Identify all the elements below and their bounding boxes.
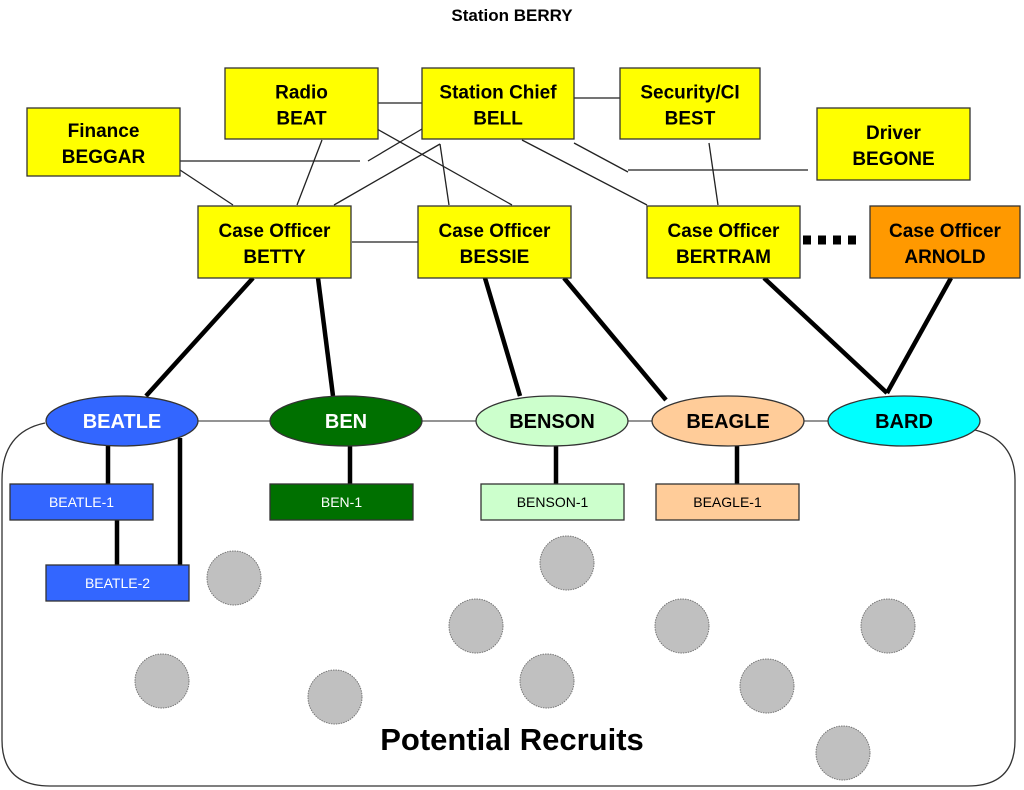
staff-box-bg xyxy=(646,205,801,279)
potential-recruit xyxy=(519,653,575,709)
potential-recruit xyxy=(134,653,190,709)
staff-name: BESSIE xyxy=(460,247,530,268)
link-bessie-beagle xyxy=(562,276,668,402)
staff-name: ARNOLD xyxy=(904,247,985,268)
agent-bard: BARD xyxy=(827,395,981,447)
agent-beatle: BEATLE xyxy=(45,395,199,447)
agent-ben: BEN xyxy=(269,395,423,447)
subagent-name: BEATLE-1 xyxy=(49,494,114,510)
staff-role: Case Officer xyxy=(668,221,781,242)
subagent-benson1: BENSON-1 xyxy=(480,483,625,521)
agent-beagle: BEAGLE xyxy=(651,395,805,447)
staff-role: Case Officer xyxy=(219,221,332,242)
subagent-box xyxy=(45,564,190,602)
link-bessie-benson xyxy=(482,277,523,397)
staff-name: BEGGAR xyxy=(62,147,146,168)
potential-recruit xyxy=(206,550,262,606)
potential-recruit xyxy=(860,598,916,654)
staff-box-bg xyxy=(421,67,575,140)
link-bertram-bard xyxy=(762,276,889,395)
staff-name: BERTRAM xyxy=(676,247,771,268)
staff-role: Finance xyxy=(68,121,140,142)
staff-box-bg xyxy=(197,205,352,279)
staff-links xyxy=(179,97,808,243)
subagent-box xyxy=(9,483,154,521)
link-betty-ben xyxy=(315,277,336,397)
staff-role: Driver xyxy=(866,123,922,144)
staff-role: Station Chief xyxy=(439,83,557,104)
diagram-title: Station BERRY xyxy=(451,6,573,25)
agent-benson: BENSON xyxy=(475,395,629,447)
agent-ellipse xyxy=(651,395,805,447)
staff-box-bg xyxy=(869,205,1021,279)
link-betty-beatle xyxy=(144,276,255,398)
recruit-pool-boundary xyxy=(1,422,1016,787)
subagent-name: BEN-1 xyxy=(321,494,362,510)
potential-recruit xyxy=(654,598,710,654)
subagent-name: BEATLE-2 xyxy=(85,575,150,591)
staff-box-bg xyxy=(816,107,971,181)
staff-box-bg xyxy=(619,67,761,140)
potential-recruit xyxy=(307,669,363,725)
subagent-box xyxy=(269,483,414,521)
agent-name: BARD xyxy=(875,411,933,433)
staff-name: BEAT xyxy=(276,109,327,130)
subagent-beatle2: BEATLE-2 xyxy=(45,564,190,602)
staff-name: BEST xyxy=(665,109,716,130)
agent-name: BENSON xyxy=(509,411,595,433)
link-chief-bertram xyxy=(521,139,648,206)
agent-ellipse xyxy=(45,395,199,447)
staff-name: BEGONE xyxy=(852,149,934,170)
staff-box-bg xyxy=(417,205,572,279)
staff-box-security: Security/CI BEST xyxy=(619,67,761,140)
handler-links xyxy=(105,276,953,565)
link-chief-driver-a xyxy=(573,142,629,173)
link-chief-bessie xyxy=(439,143,450,206)
link-arnold-bard xyxy=(885,276,953,395)
staff-box-bg xyxy=(26,107,181,177)
staff-name: BELL xyxy=(473,109,523,130)
staff-box-bg xyxy=(224,67,379,140)
link-chief-gap xyxy=(367,128,423,162)
link-chief-betty xyxy=(333,143,441,206)
potential-recruit xyxy=(739,658,795,714)
subagent-name: BEAGLE-1 xyxy=(693,494,762,510)
subagent-name: BENSON-1 xyxy=(517,494,589,510)
subagent-ben1: BEN-1 xyxy=(269,483,414,521)
link-radio-bessie xyxy=(376,128,513,206)
subagent-box xyxy=(480,483,625,521)
agent-name: BEAGLE xyxy=(686,411,769,433)
agent-ellipse xyxy=(475,395,629,447)
potential-recruit xyxy=(815,725,871,781)
staff-role: Case Officer xyxy=(889,221,1002,242)
potential-recruit xyxy=(448,598,504,654)
agent-name: BEATLE xyxy=(83,411,162,433)
recruit-pool-label: Potential Recruits xyxy=(380,722,644,757)
agent-ellipse xyxy=(827,395,981,447)
staff-role: Radio xyxy=(275,83,328,104)
subagent-beagle1: BEAGLE-1 xyxy=(655,483,800,521)
subagent-beatle1: BEATLE-1 xyxy=(9,483,154,521)
potential-recruit xyxy=(539,535,595,591)
link-finance-betty xyxy=(179,169,234,206)
link-radio-betty xyxy=(296,139,323,206)
agent-name: BEN xyxy=(325,411,367,433)
staff-role: Security/CI xyxy=(640,83,739,104)
link-security-bertram xyxy=(708,142,719,206)
staff-role: Case Officer xyxy=(439,221,552,242)
staff-name: BETTY xyxy=(243,247,306,268)
agent-ellipse xyxy=(269,395,423,447)
subagent-box xyxy=(655,483,800,521)
